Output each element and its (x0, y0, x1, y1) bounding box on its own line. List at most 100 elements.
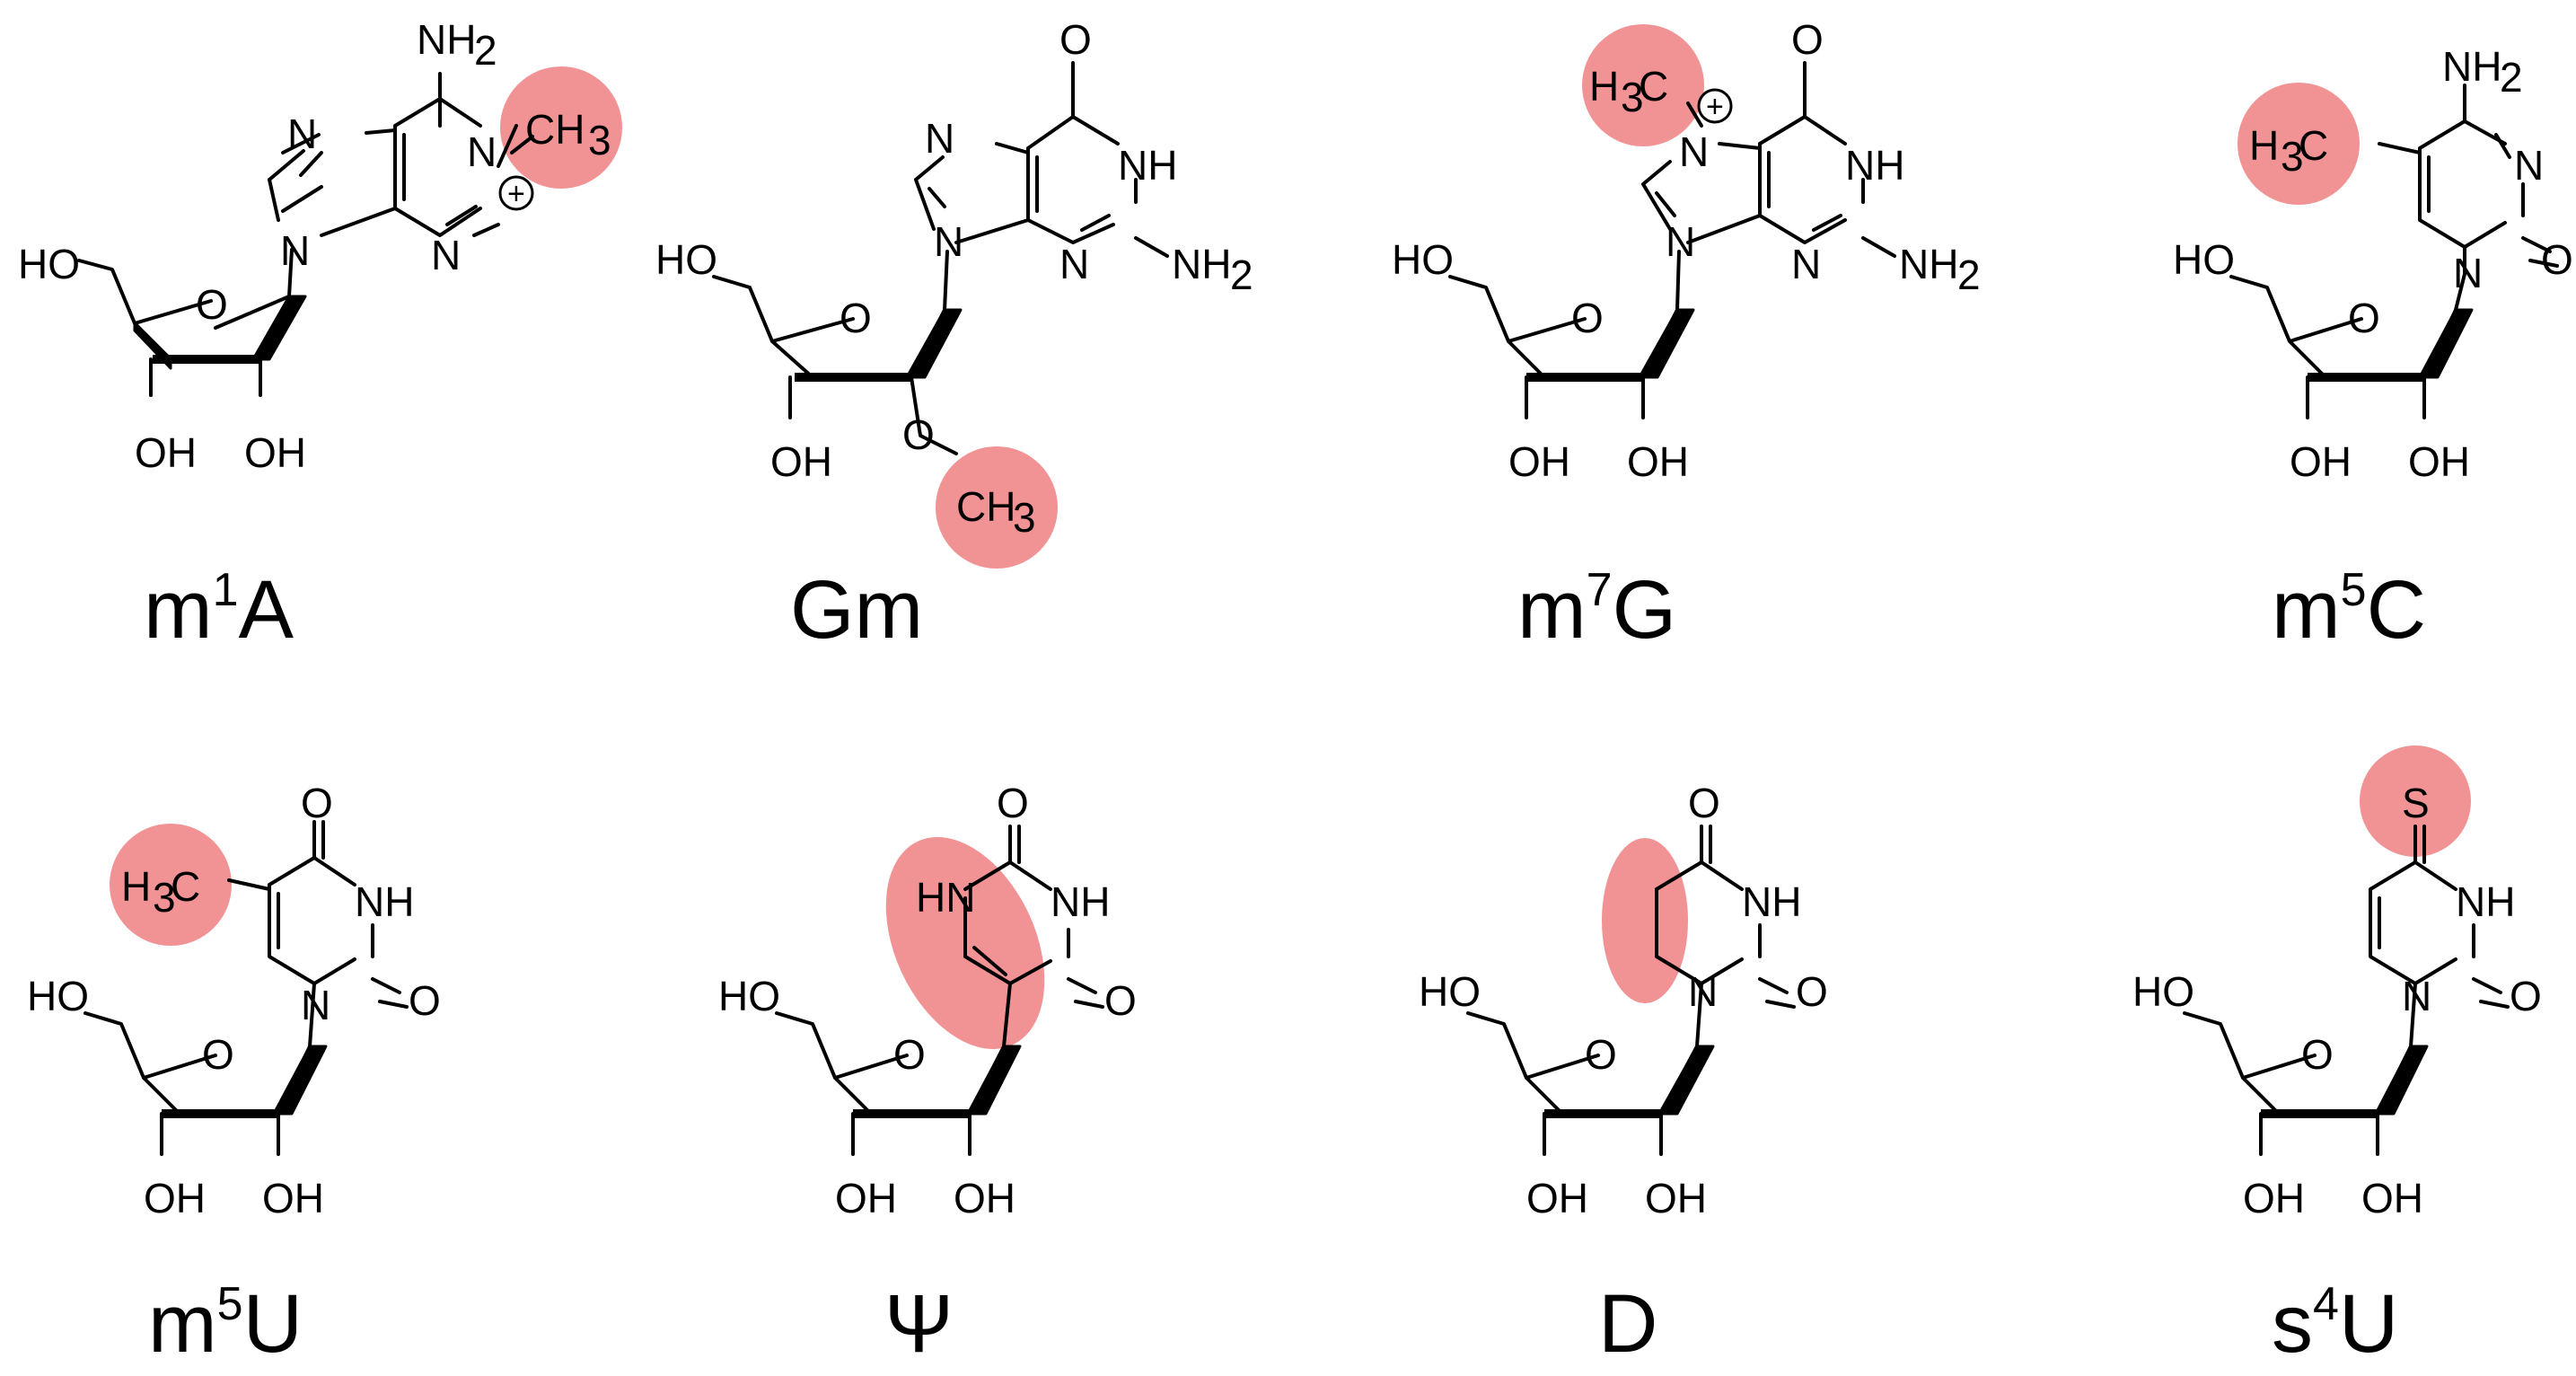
charge-label: + (507, 177, 525, 211)
atom-label: O (1571, 295, 1604, 341)
atom-label: OH (770, 438, 832, 485)
atom-label: HO (18, 241, 80, 287)
double-bonds (928, 155, 1111, 232)
ring-bold-bond (153, 355, 260, 364)
molecule-s4U: S NH N O HO O OH OH s4U (2132, 745, 2542, 1370)
molecule-m1A: NH 2 N N N N CH 3 + HO O OH OH m1A (18, 16, 622, 656)
atom-label: C (2299, 122, 2328, 169)
molecule-m5C: NH 2 H 3 C N N O HO O OH OH m5C (2173, 43, 2573, 656)
sulfur-highlight (2360, 745, 2471, 857)
ring-bold-bond (2261, 1109, 2378, 1118)
atom-label: 2 (1957, 251, 1981, 298)
atom-label: N (1791, 241, 1821, 287)
atom-label: NH (417, 16, 476, 63)
atom-label: 2 (474, 27, 497, 74)
atom-label: NH (1118, 142, 1177, 189)
atom-label: O (202, 1031, 234, 1078)
molecule-caption: Gm (790, 564, 923, 656)
atom-label: OH (144, 1175, 206, 1222)
atom-label: HO (655, 236, 717, 283)
molecule-m7G: H 3 C N + O NH N N NH 2 HO O OH OH m7G (1392, 16, 1981, 656)
wedge-bond (905, 308, 963, 379)
methyl-highlight (2238, 83, 2360, 205)
atom-label: NH (355, 878, 414, 925)
atom-label: N (431, 232, 461, 278)
ring-bold-bond (795, 373, 911, 382)
atom-label: C (1639, 63, 1668, 110)
atom-label: 2 (2500, 54, 2523, 101)
methyl-highlight (110, 824, 232, 946)
ring-bold-bond (162, 1109, 278, 1118)
molecule-caption: Ψ (884, 1278, 954, 1370)
atom-label: O (1791, 16, 1824, 63)
wedge-bond (2374, 1045, 2429, 1116)
methyl-highlight (936, 446, 1058, 569)
atom-label: 3 (1013, 494, 1036, 541)
wedge-bond (272, 1045, 328, 1116)
atom-label: N (934, 218, 963, 265)
atom-label: O (893, 1031, 926, 1078)
atom-label: N (467, 128, 497, 175)
atom-label: N (925, 115, 954, 162)
wedge-bond (1638, 308, 1695, 379)
double-bonds (1709, 825, 1796, 1009)
molecule-caption: m5C (2272, 564, 2426, 656)
atom-label: OH (1645, 1175, 1707, 1222)
atom-label: O (902, 411, 935, 458)
atom-label: OH (262, 1175, 324, 1222)
atom-label: HO (1419, 968, 1481, 1015)
atom-label: 2 (1230, 251, 1253, 298)
wedge-bond (1657, 1045, 1715, 1116)
double-bonds (2378, 825, 2510, 1009)
atom-label: O (409, 977, 441, 1024)
molecule-caption: m1A (144, 564, 295, 656)
ring-bold-bond (1526, 373, 1643, 382)
wedge-bond (966, 1045, 1022, 1116)
ring-bold-bond (1544, 1109, 1661, 1118)
atom-label: HN (916, 874, 975, 921)
atom-label: OH (135, 429, 197, 476)
atom-label: NH (1172, 241, 1231, 287)
atom-label: O (2541, 236, 2573, 283)
atom-label: 3 (1621, 74, 1644, 120)
atom-label: OH (2408, 438, 2470, 485)
atom-label: NH (1051, 878, 1110, 925)
methyl-highlight (500, 66, 622, 189)
wedge-bond (2418, 308, 2474, 379)
atom-label: O (2510, 973, 2542, 1019)
atom-label: O (1585, 1031, 1617, 1078)
atom-label: O (1104, 977, 1137, 1024)
atom-label: HO (2173, 236, 2235, 283)
atom-label: H (121, 863, 151, 910)
atom-label: NH (1845, 142, 1904, 189)
atom-label: OH (2361, 1175, 2423, 1222)
molecule-pseudouridine: O HN NH O HO O OH OH Ψ (718, 780, 1137, 1370)
atom-label: 3 (2281, 133, 2304, 180)
molecule-caption: m7G (1517, 564, 1676, 656)
atom-label: O (1059, 16, 1092, 63)
atom-label: C (171, 863, 200, 910)
molecule-m5U: O H 3 C NH N O HO O OH OH m5U (27, 780, 441, 1370)
atom-label: O (301, 780, 333, 826)
atom-label: OH (1627, 438, 1689, 485)
atom-label: O (997, 780, 1029, 826)
ring-highlight (1602, 838, 1688, 1003)
atom-label: OH (244, 429, 306, 476)
atom-label: N (1679, 128, 1709, 175)
molecule-caption: s4U (2272, 1278, 2398, 1370)
atom-label: HO (2132, 968, 2194, 1015)
atom-label: O (1688, 780, 1720, 826)
methyl-highlight (1582, 24, 1704, 146)
atom-label: OH (2290, 438, 2352, 485)
atom-label: N (287, 110, 317, 157)
atom-label: HO (718, 973, 780, 1019)
charge-label: + (1706, 90, 1724, 124)
atom-label: NH (2456, 878, 2515, 925)
double-bonds (2427, 133, 2559, 268)
atom-label: S (2402, 780, 2430, 826)
atom-label: NH (1899, 241, 1958, 287)
atom-label: O (840, 295, 872, 341)
atom-label: CH (956, 483, 1015, 530)
double-bonds (972, 825, 1104, 1009)
